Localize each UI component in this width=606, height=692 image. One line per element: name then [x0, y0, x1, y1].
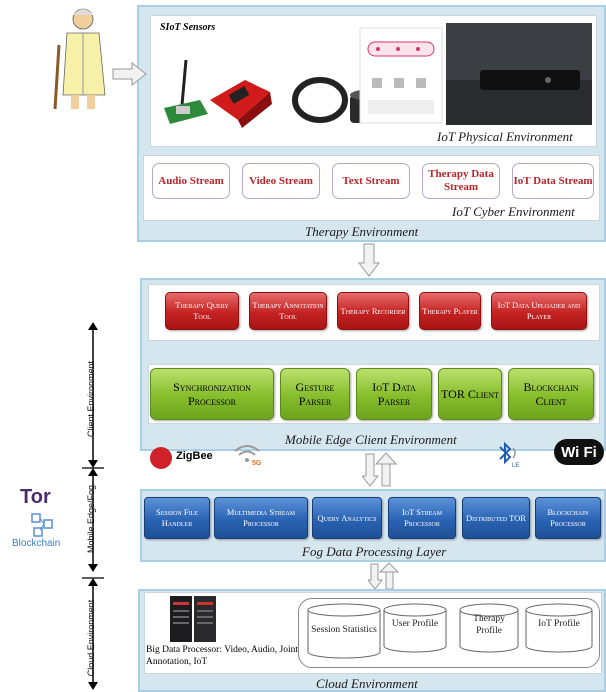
server-rack-icon	[170, 596, 216, 642]
therapy-query-tool: Therapy Query Tool	[165, 292, 239, 330]
arrow-up-down-edge-fog	[362, 452, 398, 487]
session-statistics: Session Statistics	[311, 625, 377, 635]
distributed-tor: Distributed TOR	[462, 497, 530, 539]
iot-physical-environment-label: IoT Physical Environment	[437, 129, 573, 144]
iot-profile: IoT Profile	[538, 619, 580, 629]
patient-figure	[53, 8, 106, 110]
cloud-environment-label: Cloud Environment	[316, 676, 418, 691]
sensor-red-device	[210, 80, 272, 128]
big-data-processor-label: Big Data Processor: Video, Audio, Joint,…	[146, 645, 301, 667]
video-stream: Video Stream	[242, 163, 320, 199]
wifi-label: Wi Fi	[561, 443, 597, 461]
iot-data-parser: IoT Data Parser	[356, 368, 432, 420]
bluetooth-icon	[499, 441, 516, 465]
session-file-handler: Session File Handler	[144, 497, 210, 539]
therapy-environment-label: Therapy Environment	[305, 224, 419, 239]
wireless-5g-icon	[234, 445, 260, 462]
arrow-up-down-fog-cloud	[368, 562, 400, 590]
sensor-armband	[292, 77, 348, 123]
audio-stream: Audio Stream	[152, 163, 230, 199]
db-therapy-profile	[459, 603, 519, 653]
left-axis-arrows	[82, 322, 104, 690]
five-g-label: 5G	[252, 460, 262, 467]
sensors-title: SIoT Sensors	[160, 22, 216, 33]
therapy-annotation-tool: Therapy Annotation Tool	[249, 292, 327, 330]
blockchain-logo-label: Blockchain	[12, 538, 61, 549]
blockchain-icon	[31, 513, 53, 537]
db-user-profile	[383, 603, 447, 653]
zigbee-icon	[150, 447, 172, 469]
therapy-data-stream: Therapy Data Stream	[422, 163, 500, 199]
sensor-diagram	[359, 27, 443, 124]
cloud-environment-side-label: Cloud Environment	[86, 599, 96, 677]
ble-label: LE	[512, 463, 520, 469]
wifi-logo: Wi Fi	[554, 439, 604, 465]
therapy-recorder: Therapy Recorder	[337, 292, 409, 330]
mobile-edge-client-label: Mobile Edge Client Environment	[285, 432, 457, 447]
iot-data-uploader-player: IoT Data Uploader and Player	[491, 292, 587, 330]
client-environment-side-label: Client Environment	[86, 360, 96, 438]
blockchain-client: Blockchain Client	[508, 368, 594, 420]
iot-cyber-environment-label: IoT Cyber Environment	[452, 204, 575, 219]
db-iot-profile	[525, 603, 593, 653]
sensor-images	[164, 23, 592, 128]
iot-stream-processor: IoT Stream Processor	[388, 497, 456, 539]
tor-client: TOR Client	[438, 368, 502, 420]
tor-logo: Tor	[20, 486, 51, 508]
therapy-player: Therapy Player	[419, 292, 481, 330]
arrow-down	[358, 243, 380, 277]
multimedia-stream-processor: Multimedia Stream Processor	[214, 497, 308, 539]
sensor-board	[164, 59, 208, 124]
arrow-right	[112, 62, 147, 86]
synchronization-processor: Synchronization Processor	[150, 368, 274, 420]
therapy-profile: Therapy Profile	[473, 614, 505, 636]
text-stream: Text Stream	[332, 163, 410, 199]
zigbee-label: ZigBee	[176, 450, 213, 462]
db-session-statistics	[307, 603, 381, 659]
mobile-edge-fog-side-label: Mobile Edge/Fog	[86, 484, 96, 554]
blockchain-processor: Blockchain Processor	[535, 497, 601, 539]
query-analytics: Query Analytics	[312, 497, 382, 539]
iot-data-stream: IoT Data Stream	[512, 163, 594, 199]
fog-data-processing-label: Fog Data Processing Layer	[302, 544, 447, 559]
user-profile: User Profile	[391, 619, 439, 629]
gesture-parser: Gesture Parser	[280, 368, 350, 420]
database-cylinders	[307, 603, 593, 659]
sensor-kinect	[446, 23, 592, 125]
